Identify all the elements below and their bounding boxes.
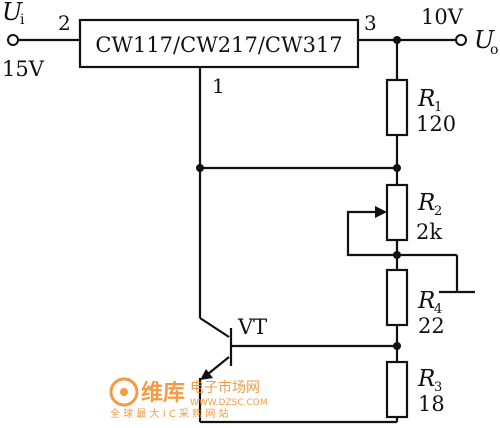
r2-index: 2 (434, 204, 442, 219)
r1-index: 1 (434, 100, 442, 115)
pin-output-number: 3 (364, 11, 377, 35)
watermark-brand: 维库 (141, 380, 185, 406)
watermark-logo-dot (120, 388, 128, 396)
resistor-r3 (385, 360, 409, 419)
output-symbol: U (474, 26, 495, 54)
vt-emitter-arrow (200, 369, 213, 380)
input-subscript: i (20, 12, 25, 28)
vt-collector-lead (199, 317, 230, 338)
adjust-bus-right-junction (393, 164, 401, 172)
r4-value: 22 (418, 314, 445, 338)
watermark-logo-icon (109, 377, 139, 407)
r4-letter: R (417, 288, 435, 314)
r1-letter: R (417, 86, 435, 112)
r3-value: 18 (418, 392, 445, 416)
regulator-part-label: CW117/CW217/CW317 (95, 33, 342, 57)
transistor-label: VT (237, 315, 267, 339)
output-subscript: o (490, 42, 498, 58)
r2-wiper-arrow (375, 206, 387, 218)
watermark-url: WWW.DZSC.COM (190, 398, 268, 408)
output-terminal (455, 34, 467, 46)
output-voltage: 10V (421, 5, 464, 29)
watermark-tagline: 电子市场网 (190, 379, 260, 396)
watermark: 维库 电子市场网 WWW.DZSC.COM 全 球 最 大 I C 采 购 网 … (109, 377, 268, 420)
pin-adjust-number: 1 (212, 74, 225, 98)
r2-letter: R (417, 190, 435, 216)
resistor-r4 (385, 268, 409, 327)
vt-base-junction (393, 342, 401, 350)
r3-letter: R (417, 366, 435, 392)
input-terminal (7, 34, 19, 46)
resistor-r1 (385, 78, 409, 137)
r2-wiper-wire (346, 210, 397, 257)
watermark-slogan: 全 球 最 大 I C 采 购 网 站 (110, 407, 229, 420)
input-voltage: 15V (2, 57, 45, 81)
r3-index: 3 (434, 380, 442, 395)
input-symbol: U (2, 0, 23, 26)
r4-index: 4 (434, 302, 442, 317)
resistor-r2 (385, 183, 409, 242)
pin-input-number: 2 (58, 11, 71, 35)
r2-value: 2k (416, 220, 442, 244)
r1-value: 120 (416, 112, 456, 136)
regulator-ic (78, 18, 360, 69)
